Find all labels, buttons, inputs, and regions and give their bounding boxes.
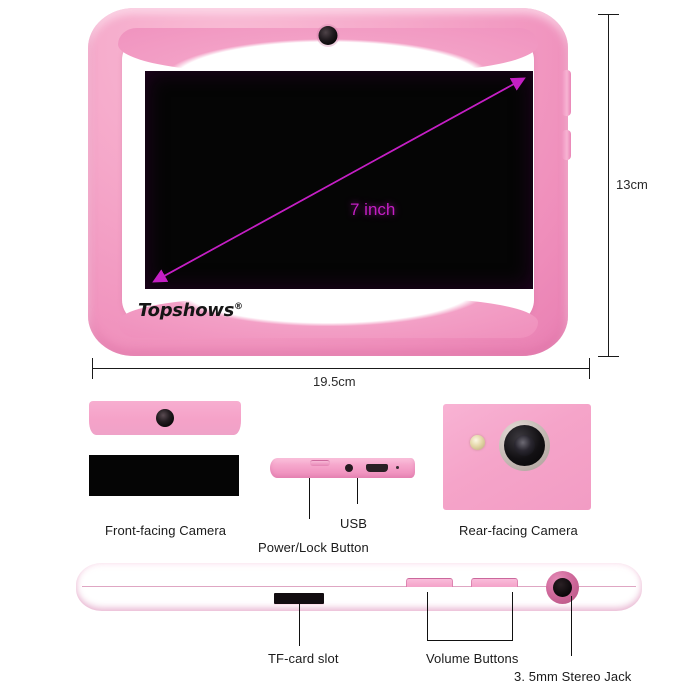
microphone-pinhole-icon [396,466,399,469]
tablet-front-view: 7 inch Topshows® [88,8,571,356]
headphone-jack-icon [553,578,572,597]
front-screen-panel [89,455,239,496]
diagonal-arrow-icon [152,77,526,283]
width-dimension-label: 19.5cm [313,374,356,389]
screen-size-label: 7 inch [350,200,396,219]
bottom-edge-strip [76,563,642,611]
volume-buttons-label: Volume Buttons [426,651,519,666]
front-camera-strip [89,401,241,435]
camera-lens-aperture [514,435,535,456]
camera-lens-icon [156,409,174,427]
volume-leader-left [427,592,428,640]
stereo-jack-label: 3. 5mm Stereo Jack [514,669,632,684]
height-tick-top [598,14,619,15]
led-flash-icon [470,435,485,450]
case-seam-line [82,586,636,587]
front-camera-icon [318,26,338,45]
power-lock-button-label: Power/Lock Button [258,540,369,555]
rear-camera-label: Rear-facing Camera [459,523,578,538]
side-button-upper[interactable] [562,70,571,116]
volume-bracket [427,640,513,641]
top-edge-strip [270,458,415,478]
width-dimension-line [92,368,590,369]
tf-card-slot-icon [274,593,324,604]
brand-logo: Topshows® [138,300,243,321]
tf-card-slot-label: TF-card slot [268,651,339,666]
tf-card-leader [299,604,300,646]
height-dimension-line [608,14,609,356]
volume-up-button[interactable] [406,578,453,587]
usb-port-icon [366,464,388,472]
volume-down-button[interactable] [471,578,518,587]
height-dimension-label: 13cm [616,177,648,192]
reset-pinhole-icon [345,464,353,472]
usb-label: USB [340,516,368,531]
side-button-lower[interactable] [562,130,571,160]
height-tick-bottom [598,356,619,357]
usb-leader [357,478,358,504]
power-lock-button[interactable] [310,460,330,466]
stereo-jack-leader [571,596,572,656]
power-button-leader [309,478,310,519]
width-tick-left [92,358,93,379]
width-tick-right [589,358,590,379]
volume-leader-right [512,592,513,640]
brand-name: Topshows [138,300,235,321]
rear-panel [443,404,591,510]
front-camera-label: Front-facing Camera [105,523,227,538]
registered-trademark-mark: ® [234,302,243,312]
